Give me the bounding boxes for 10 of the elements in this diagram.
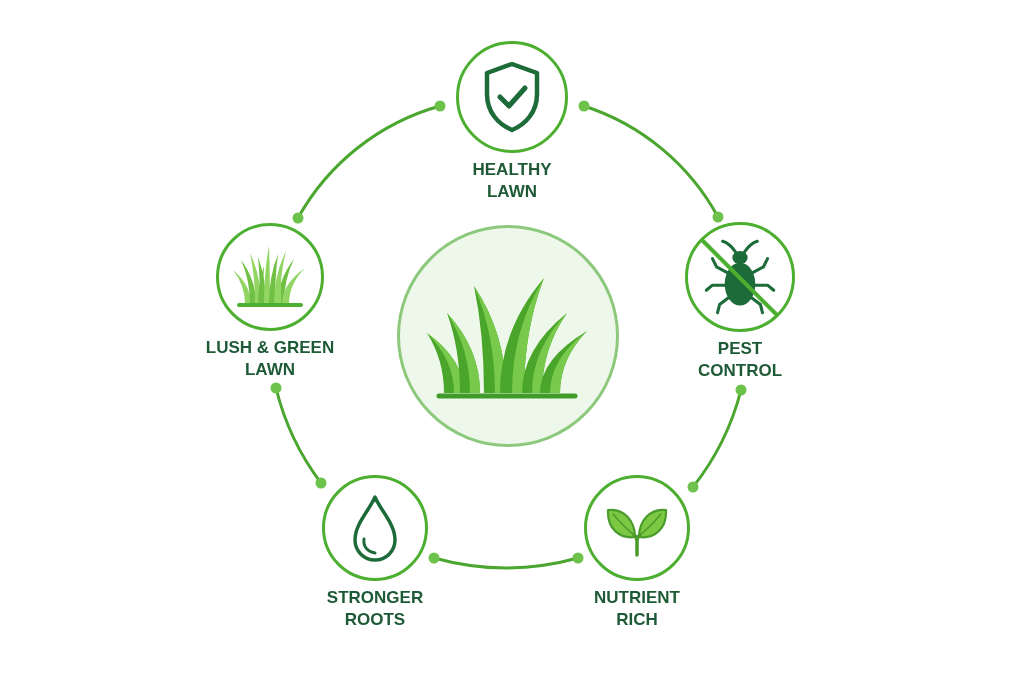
benefit-label: HEALTHY LAWN [471, 159, 553, 203]
connector [428, 552, 584, 569]
connector [687, 384, 747, 493]
connector [578, 100, 724, 223]
connector [292, 100, 446, 224]
connector [270, 382, 327, 489]
benefit-label: STRONGER ROOTS [325, 587, 425, 631]
benefit-label: PEST CONTROL [696, 338, 783, 382]
benefit-label: NUTRIENT RICH [593, 587, 681, 631]
benefit-label: LUSH & GREEN LAWN [204, 337, 336, 381]
